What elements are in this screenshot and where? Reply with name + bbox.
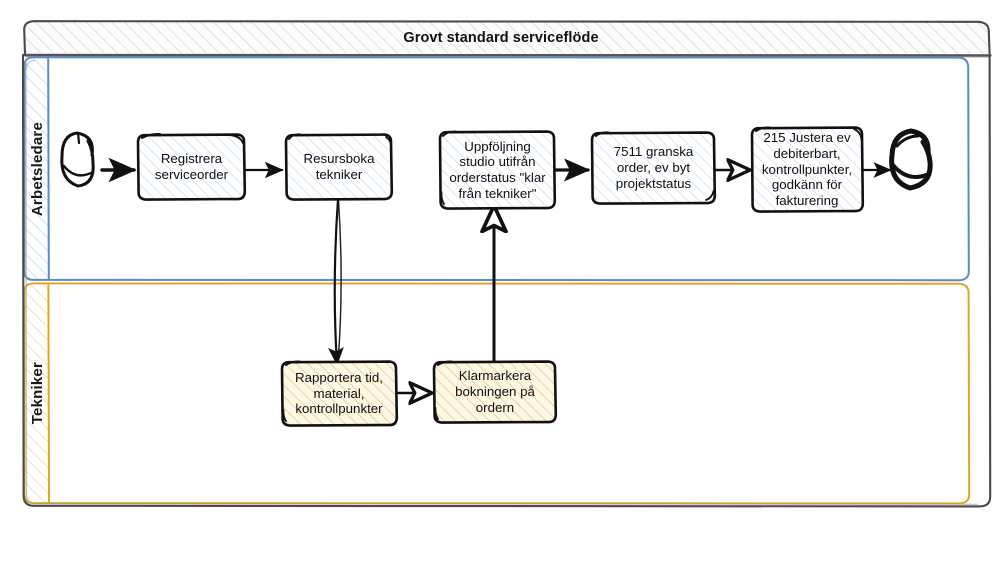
task-uppfoljning-studio[interactable] bbox=[438, 130, 557, 210]
lane-label-tekniker-text: Tekniker bbox=[28, 362, 46, 425]
task-resursboka-tekniker[interactable] bbox=[284, 133, 394, 201]
task-7511-granska-order[interactable] bbox=[590, 131, 717, 205]
pool-title: Grovt standard serviceflöde bbox=[403, 30, 599, 46]
lane-label-tekniker: Tekniker bbox=[25, 284, 49, 503]
lane-label-arbetsledare: Arbetsledare bbox=[25, 58, 49, 280]
task-215-justera[interactable] bbox=[750, 126, 865, 213]
flow-t2-to-t6 bbox=[328, 197, 344, 366]
sequence-flows bbox=[100, 157, 892, 393]
lane-label-arbetsledare-text: Arbetsledare bbox=[28, 121, 46, 217]
pool-outline bbox=[21, 53, 992, 508]
pool-header bbox=[22, 20, 992, 58]
task-rapportera-tid[interactable] bbox=[280, 360, 399, 427]
task-registrera-serviceorder[interactable] bbox=[136, 132, 247, 201]
end-event[interactable] bbox=[889, 128, 933, 191]
start-event[interactable] bbox=[60, 131, 95, 188]
task-klarmarkera-bokningen[interactable] bbox=[432, 360, 558, 424]
